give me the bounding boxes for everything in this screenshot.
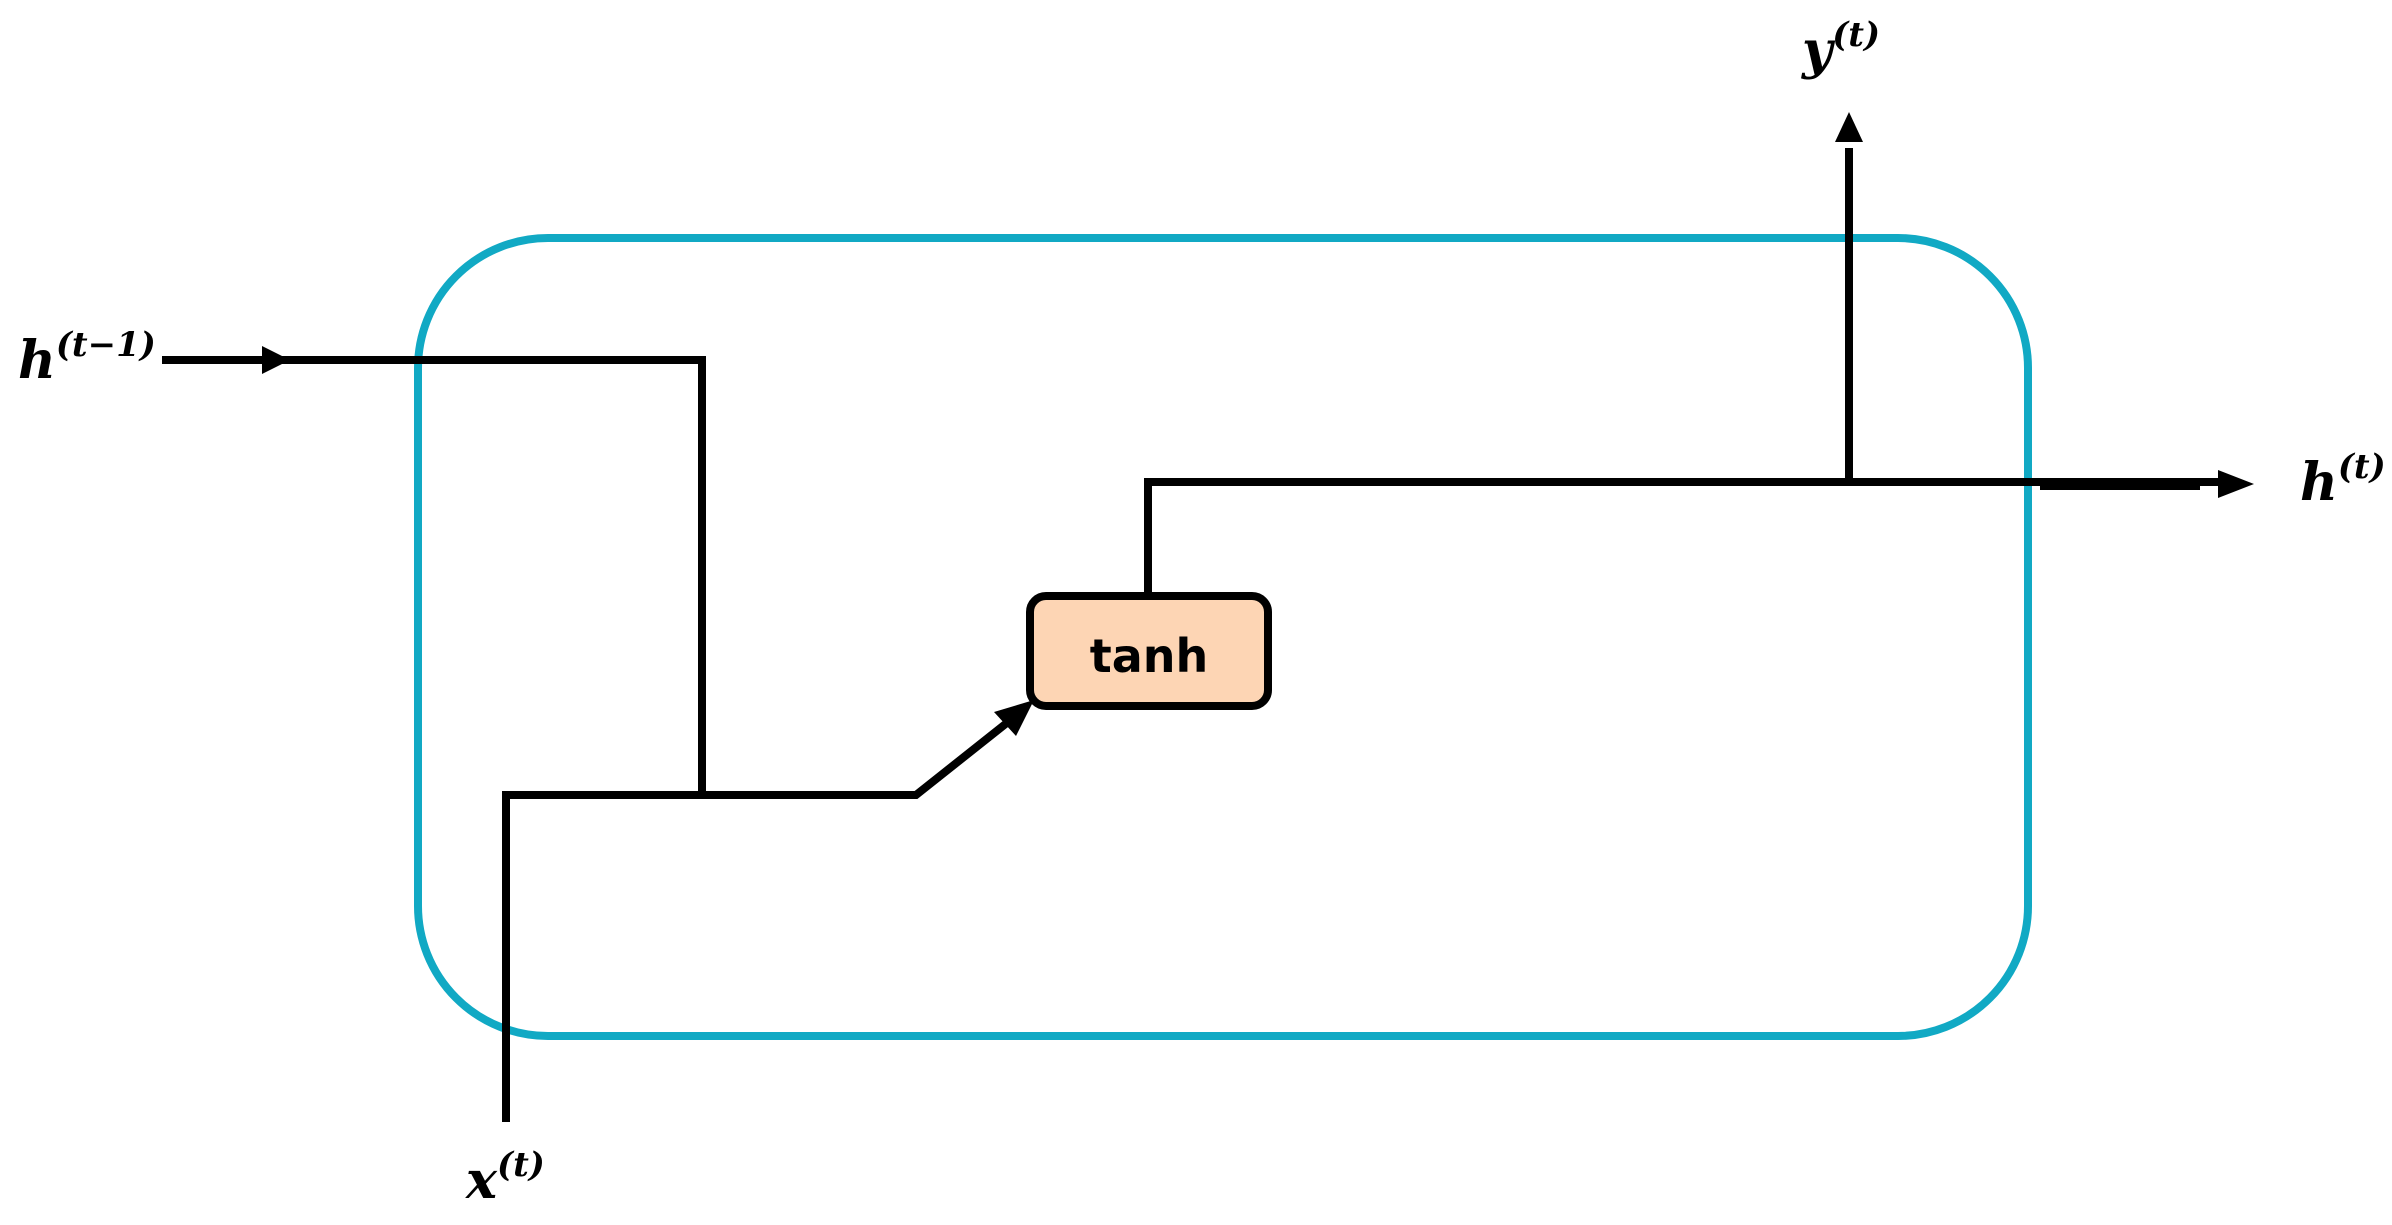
x-input-arrowhead (994, 700, 1034, 736)
tanh-gate-box (1026, 592, 1272, 710)
label-x-in: x(t) (465, 1145, 545, 1211)
h-prev-arrowhead (262, 346, 290, 374)
hidden-output-wire (1144, 478, 2218, 594)
label-h-out: h(t) (2300, 447, 2386, 513)
y-out-arrowhead (1835, 112, 1863, 142)
x-input-wire (502, 718, 1011, 1122)
h-prev-wire (285, 356, 706, 795)
cell-boundary (414, 234, 2032, 1040)
tanh-gate: tanh (1026, 592, 1272, 710)
tanh-gate-label: tanh (1090, 629, 1209, 683)
h-out-arrowhead (2218, 470, 2254, 498)
label-y-out: y(t) (1801, 15, 1880, 81)
label-h-prev: h(t−1) (18, 325, 156, 391)
